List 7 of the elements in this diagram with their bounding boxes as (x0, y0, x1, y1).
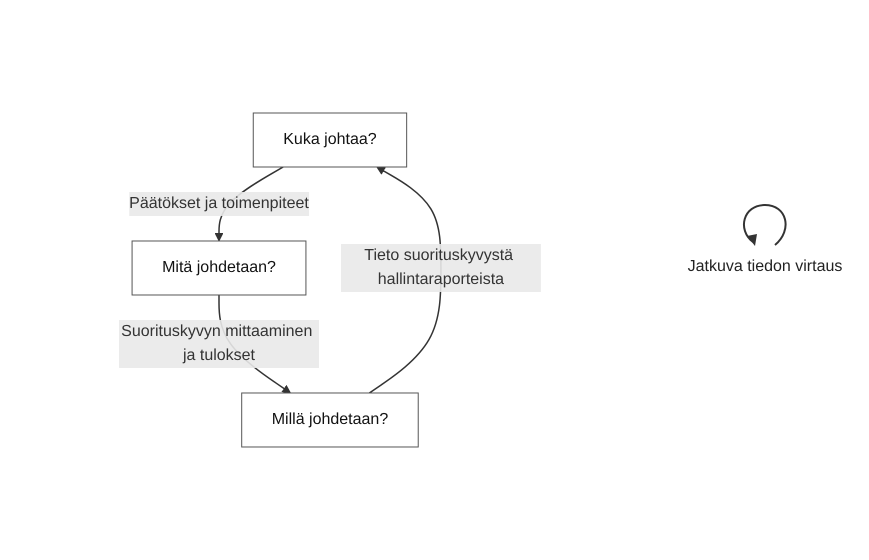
edge-label: Tieto suorituskyvystä hallintaraporteista (364, 246, 514, 288)
note-text: Jatkuva tiedon virtaus (688, 258, 842, 276)
node-box: Mitä johdetaan? (132, 240, 306, 296)
edge-label: Päätökset ja toimenpiteet (129, 194, 309, 212)
node-box: Millä johdetaan? (241, 392, 419, 448)
node-box: Kuka johtaa? (252, 112, 408, 168)
edge-label: Suorituskyvyn mittaaminen ja tulokset (121, 322, 312, 364)
